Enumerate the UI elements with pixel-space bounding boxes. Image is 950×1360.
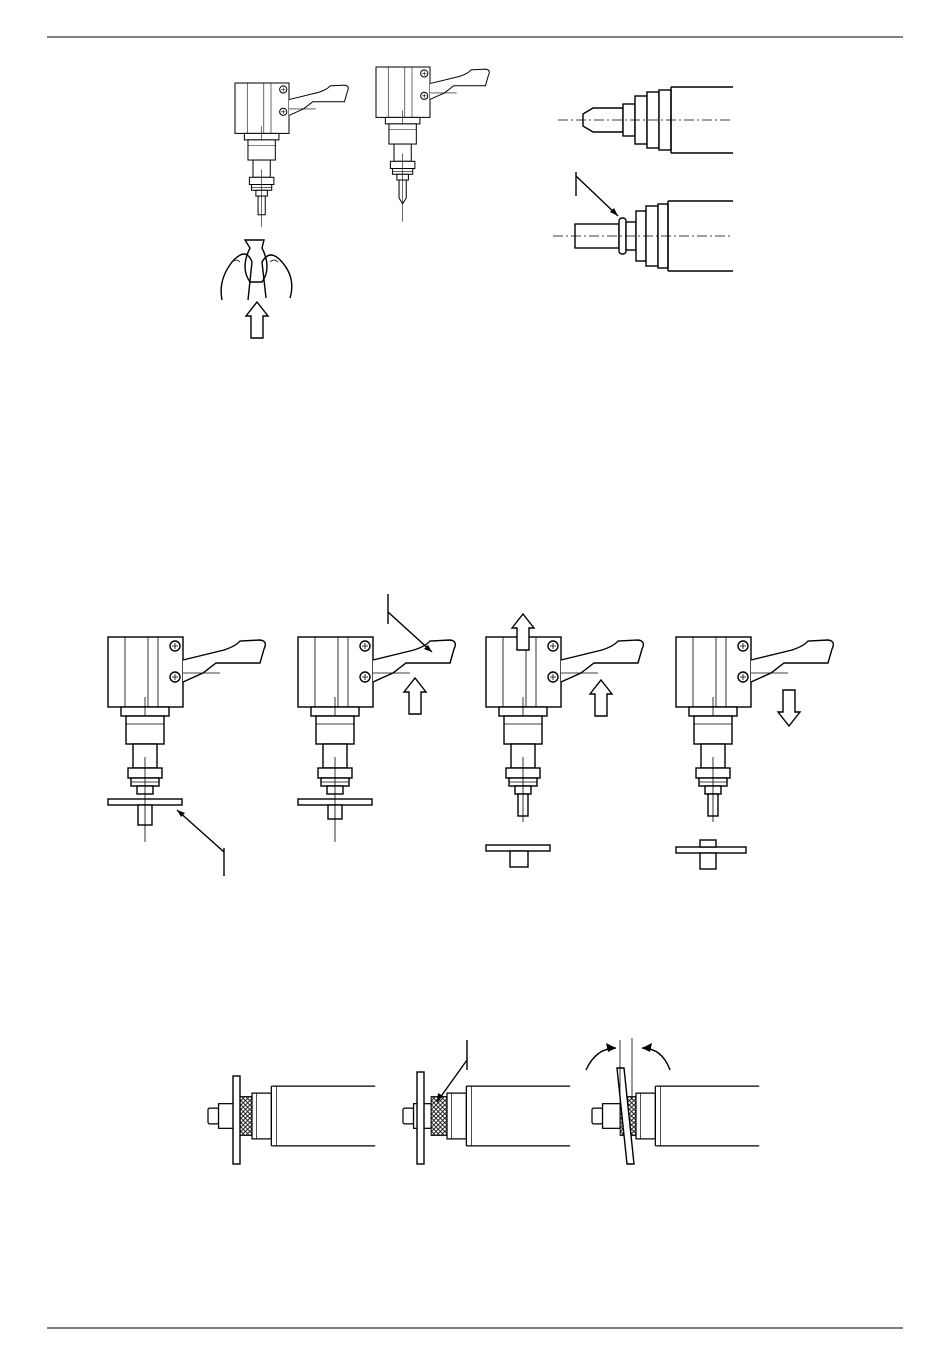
figure-step-3-pull — [486, 637, 643, 867]
callout-pointer — [576, 172, 618, 216]
figure-plate-pointer — [403, 1040, 570, 1164]
rotate-arrow-icon — [642, 1043, 670, 1070]
figure-step-1-workpiece — [108, 637, 265, 842]
section-alignment-check — [208, 1038, 759, 1164]
figure-hand-insert — [235, 83, 348, 227]
figure-nose-inserted — [376, 67, 489, 222]
figure-step-2-trigger — [298, 637, 455, 842]
up-arrow-icon — [404, 678, 426, 714]
up-arrow-icon — [590, 680, 612, 716]
callout-trigger — [388, 594, 432, 652]
rotate-arrow-icon — [586, 1043, 616, 1070]
figure-plate-straight — [208, 1076, 375, 1164]
up-arrow-icon — [246, 302, 268, 338]
section-nose-insertion — [221, 67, 733, 338]
figure-nose-side-view — [553, 87, 733, 271]
callout-workpiece — [177, 810, 224, 876]
figure-plate-tilt — [586, 1038, 759, 1164]
down-arrow-icon — [778, 690, 800, 726]
figure-step-4-release — [676, 637, 833, 869]
section-setting-sequence — [108, 594, 833, 876]
hand-icon — [221, 240, 292, 300]
